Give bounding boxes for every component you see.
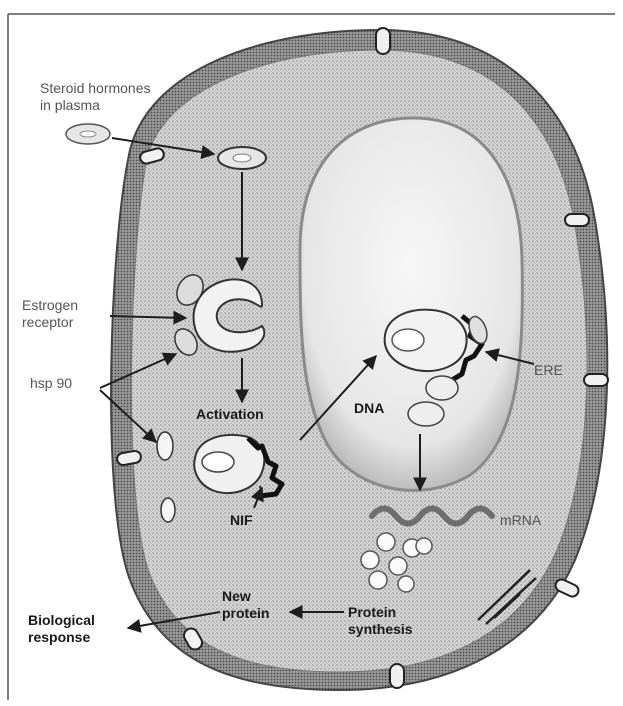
nucleus [300,118,522,490]
label-hsp90: hsp 90 [30,375,72,392]
label-mrna: mRNA [500,512,541,529]
membrane-pore [376,28,390,54]
label-ere: ERE [534,362,563,379]
membrane-pore [390,664,404,688]
label-steroid-hormones: Steroid hormones in plasma [40,80,151,114]
label-activation: Activation [196,406,264,423]
label-new-protein: New protein [222,588,269,622]
label-protein-synthesis: Protein synthesis [348,604,413,638]
membrane-pore [554,577,581,598]
membrane-pore [565,214,589,226]
label-biological-response: Biological response [28,612,95,646]
membrane-pore [584,374,608,386]
label-dna: DNA [354,400,384,417]
label-nif: NIF [230,512,253,529]
label-estrogen-receptor: Estrogen receptor [22,297,78,331]
